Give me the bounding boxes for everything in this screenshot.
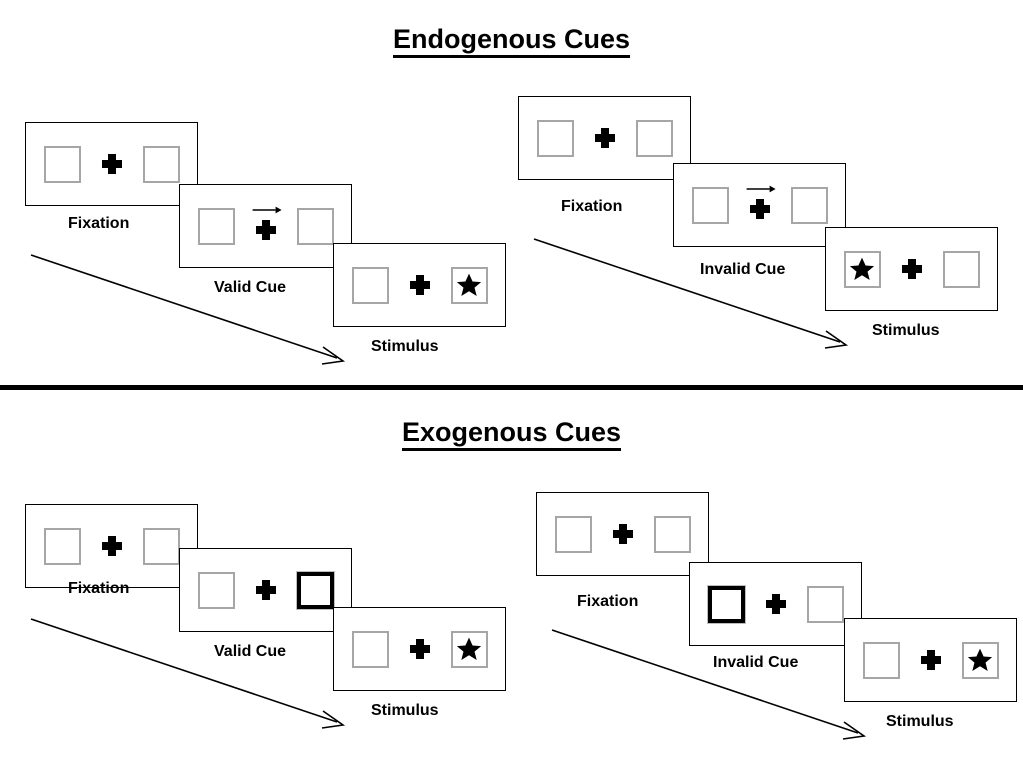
fixation-cross-icon <box>612 523 634 545</box>
center-column <box>101 528 123 565</box>
frame-endogenous-valid-stimulus <box>333 243 506 327</box>
caption-exogenous-invalid-fixation: Fixation <box>577 593 639 610</box>
fixation-cross-icon <box>901 258 923 280</box>
caption-exogenous-invalid-cue: Invalid Cue <box>713 654 799 671</box>
caption-exogenous-valid-fixation: Fixation <box>68 580 130 597</box>
fixation-cross-icon <box>409 274 431 296</box>
star-icon <box>849 257 875 280</box>
center-column <box>252 206 282 245</box>
frame-exogenous-valid-stimulus <box>333 607 506 691</box>
caption-exogenous-valid-cue: Valid Cue <box>214 643 287 660</box>
placeholder-box-left <box>351 266 389 304</box>
placeholder-box-right <box>142 145 180 183</box>
center-column <box>255 572 277 609</box>
cue-arrow-right-icon <box>746 185 776 192</box>
fixation-cross-icon <box>920 649 942 671</box>
frame-exogenous-invalid-fixation <box>536 492 709 576</box>
placeholder-box-left <box>351 630 389 668</box>
frame-endogenous-invalid-fixation <box>518 96 691 180</box>
frame-endogenous-invalid-stimulus <box>825 227 998 311</box>
placeholder-box-right <box>806 585 844 623</box>
frame-exogenous-valid-fixation <box>25 504 198 588</box>
cue-box-left <box>707 585 745 623</box>
target-box-left <box>843 250 881 288</box>
center-column <box>612 516 634 553</box>
placeholder-box-left <box>197 571 235 609</box>
fixation-cross-icon <box>594 127 616 149</box>
fixation-cross-icon <box>255 579 277 601</box>
frame-exogenous-invalid-cue <box>689 562 862 646</box>
caption-endogenous-valid-cue: Valid Cue <box>214 279 287 296</box>
caption-endogenous-invalid-cue: Invalid Cue <box>700 261 786 278</box>
time-flow-arrow-icon <box>533 238 849 349</box>
placeholder-box-left <box>691 186 729 224</box>
center-column <box>594 120 616 157</box>
placeholder-box-left <box>536 119 574 157</box>
star-icon <box>967 648 993 671</box>
target-box-right <box>450 630 488 668</box>
fixation-cross-icon <box>101 535 123 557</box>
center-column <box>920 642 942 679</box>
center-column <box>901 251 923 288</box>
caption-endogenous-valid-stimulus: Stimulus <box>371 338 439 355</box>
section-title-exogenous-text: Exogenous Cues <box>401 417 622 451</box>
cue-arrow-right-icon <box>252 206 282 213</box>
target-box-right <box>961 641 999 679</box>
target-box-right <box>450 266 488 304</box>
placeholder-box-right <box>142 527 180 565</box>
frame-endogenous-valid-cue <box>179 184 352 268</box>
center-column <box>746 185 776 224</box>
placeholder-box-right <box>942 250 980 288</box>
placeholder-box-left <box>43 145 81 183</box>
placeholder-box-right <box>653 515 691 553</box>
section-divider <box>0 385 1023 390</box>
frame-endogenous-valid-fixation <box>25 122 198 206</box>
caption-endogenous-invalid-stimulus: Stimulus <box>872 322 940 339</box>
frame-exogenous-invalid-stimulus <box>844 618 1017 702</box>
placeholder-box-left <box>43 527 81 565</box>
placeholder-box-left <box>197 207 235 245</box>
placeholder-box-left <box>554 515 592 553</box>
frame-endogenous-invalid-cue <box>673 163 846 247</box>
cue-box-right <box>296 571 334 609</box>
fixation-cross-icon <box>255 219 277 241</box>
star-icon <box>456 273 482 296</box>
fixation-cross-icon <box>409 638 431 660</box>
caption-endogenous-valid-fixation: Fixation <box>68 215 130 232</box>
fixation-cross-icon <box>765 593 787 615</box>
fixation-cross-icon <box>749 198 771 220</box>
center-column <box>409 631 431 668</box>
frame-exogenous-valid-cue <box>179 548 352 632</box>
placeholder-box-right <box>635 119 673 157</box>
caption-endogenous-invalid-fixation: Fixation <box>561 198 623 215</box>
placeholder-box-right <box>790 186 828 224</box>
star-icon <box>456 637 482 660</box>
placeholder-box-left <box>862 641 900 679</box>
caption-exogenous-valid-stimulus: Stimulus <box>371 702 439 719</box>
center-column <box>765 586 787 623</box>
caption-exogenous-invalid-stimulus: Stimulus <box>886 713 954 730</box>
fixation-cross-icon <box>101 153 123 175</box>
center-column <box>101 146 123 183</box>
center-column <box>409 267 431 304</box>
section-title-endogenous: Endogenous Cues <box>0 24 1023 58</box>
section-title-endogenous-text: Endogenous Cues <box>392 24 630 58</box>
placeholder-box-right <box>296 207 334 245</box>
section-title-exogenous: Exogenous Cues <box>0 417 1023 451</box>
